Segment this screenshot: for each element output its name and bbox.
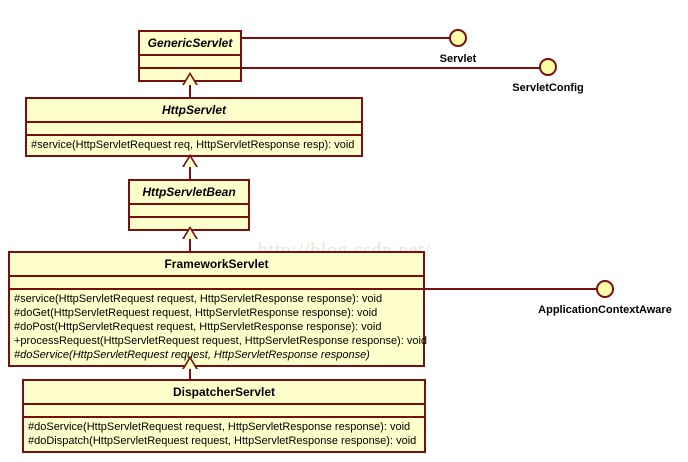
class-box-http-servlet-bean[interactable]: HttpServletBean bbox=[128, 179, 250, 231]
compartment-divider bbox=[10, 275, 423, 277]
operation-service: #service(HttpServletRequest request, Htt… bbox=[14, 293, 383, 305]
generalization-line-frameworkservlet bbox=[189, 239, 191, 251]
realization-line-servlet bbox=[242, 37, 450, 39]
interface-circle-icon bbox=[539, 58, 557, 76]
realization-line-servletconfig bbox=[242, 67, 540, 69]
attributes-compartment bbox=[140, 56, 240, 67]
class-name-generic-servlet: GenericServlet bbox=[147, 36, 233, 50]
generalization-line-httpservletbean bbox=[189, 167, 191, 179]
compartment-divider bbox=[140, 54, 240, 56]
interface-label-servlet-config: ServletConfig bbox=[512, 82, 584, 94]
compartment-divider bbox=[27, 134, 361, 136]
compartment-divider bbox=[27, 121, 361, 123]
operations-compartment: #service(HttpServletRequest request, Htt… bbox=[10, 290, 428, 365]
interface-circle-icon bbox=[449, 29, 467, 47]
attributes-compartment bbox=[130, 205, 248, 216]
class-name-http-servlet: HttpServlet bbox=[161, 103, 226, 117]
operation-doservice: #doService(HttpServletRequest request, H… bbox=[28, 421, 411, 433]
compartment-divider bbox=[24, 416, 424, 418]
operation-doservice: #doService(HttpServletRequest request, H… bbox=[14, 349, 370, 361]
operation-processrequest: +processRequest(HttpServletRequest reque… bbox=[14, 335, 428, 347]
compartment-divider bbox=[130, 203, 248, 205]
attributes-compartment bbox=[10, 277, 423, 288]
interface-circle-icon bbox=[596, 280, 614, 298]
operation-service: #service(HttpServletRequest req, HttpSer… bbox=[31, 139, 355, 151]
operation-dodispatch: #doDispatch(HttpServletRequest request, … bbox=[28, 435, 417, 447]
interface-label-application-context-aware: ApplicationContextAware bbox=[538, 304, 672, 316]
compartment-divider bbox=[24, 403, 424, 405]
compartment-divider bbox=[140, 67, 240, 69]
attributes-compartment bbox=[27, 123, 361, 134]
compartment-divider bbox=[130, 216, 248, 218]
operations-compartment: #doService(HttpServletRequest request, H… bbox=[24, 418, 424, 451]
class-name-http-servlet-bean: HttpServletBean bbox=[142, 185, 236, 199]
class-box-dispatcher-servlet[interactable]: DispatcherServlet #doService(HttpServlet… bbox=[22, 379, 426, 453]
generalization-line-dispatcherservlet bbox=[189, 369, 191, 381]
attributes-compartment bbox=[24, 405, 424, 416]
operation-dopost: #doPost(HttpServletRequest request, Http… bbox=[14, 321, 382, 333]
operations-compartment: #service(HttpServletRequest req, HttpSer… bbox=[27, 136, 361, 155]
realization-line-applicationcontextaware bbox=[425, 288, 597, 290]
generalization-line-httpservlet bbox=[189, 85, 191, 97]
operation-doget: #doGet(HttpServletRequest request, HttpS… bbox=[14, 307, 378, 319]
interface-label-servlet: Servlet bbox=[439, 53, 477, 65]
class-name-framework-servlet: FrameworkServlet bbox=[164, 257, 269, 271]
compartment-divider bbox=[10, 288, 423, 290]
class-box-http-servlet[interactable]: HttpServlet #service(HttpServletRequest … bbox=[25, 97, 363, 157]
class-box-framework-servlet[interactable]: FrameworkServlet #service(HttpServletReq… bbox=[8, 251, 428, 367]
class-name-dispatcher-servlet: DispatcherServlet bbox=[172, 385, 276, 399]
